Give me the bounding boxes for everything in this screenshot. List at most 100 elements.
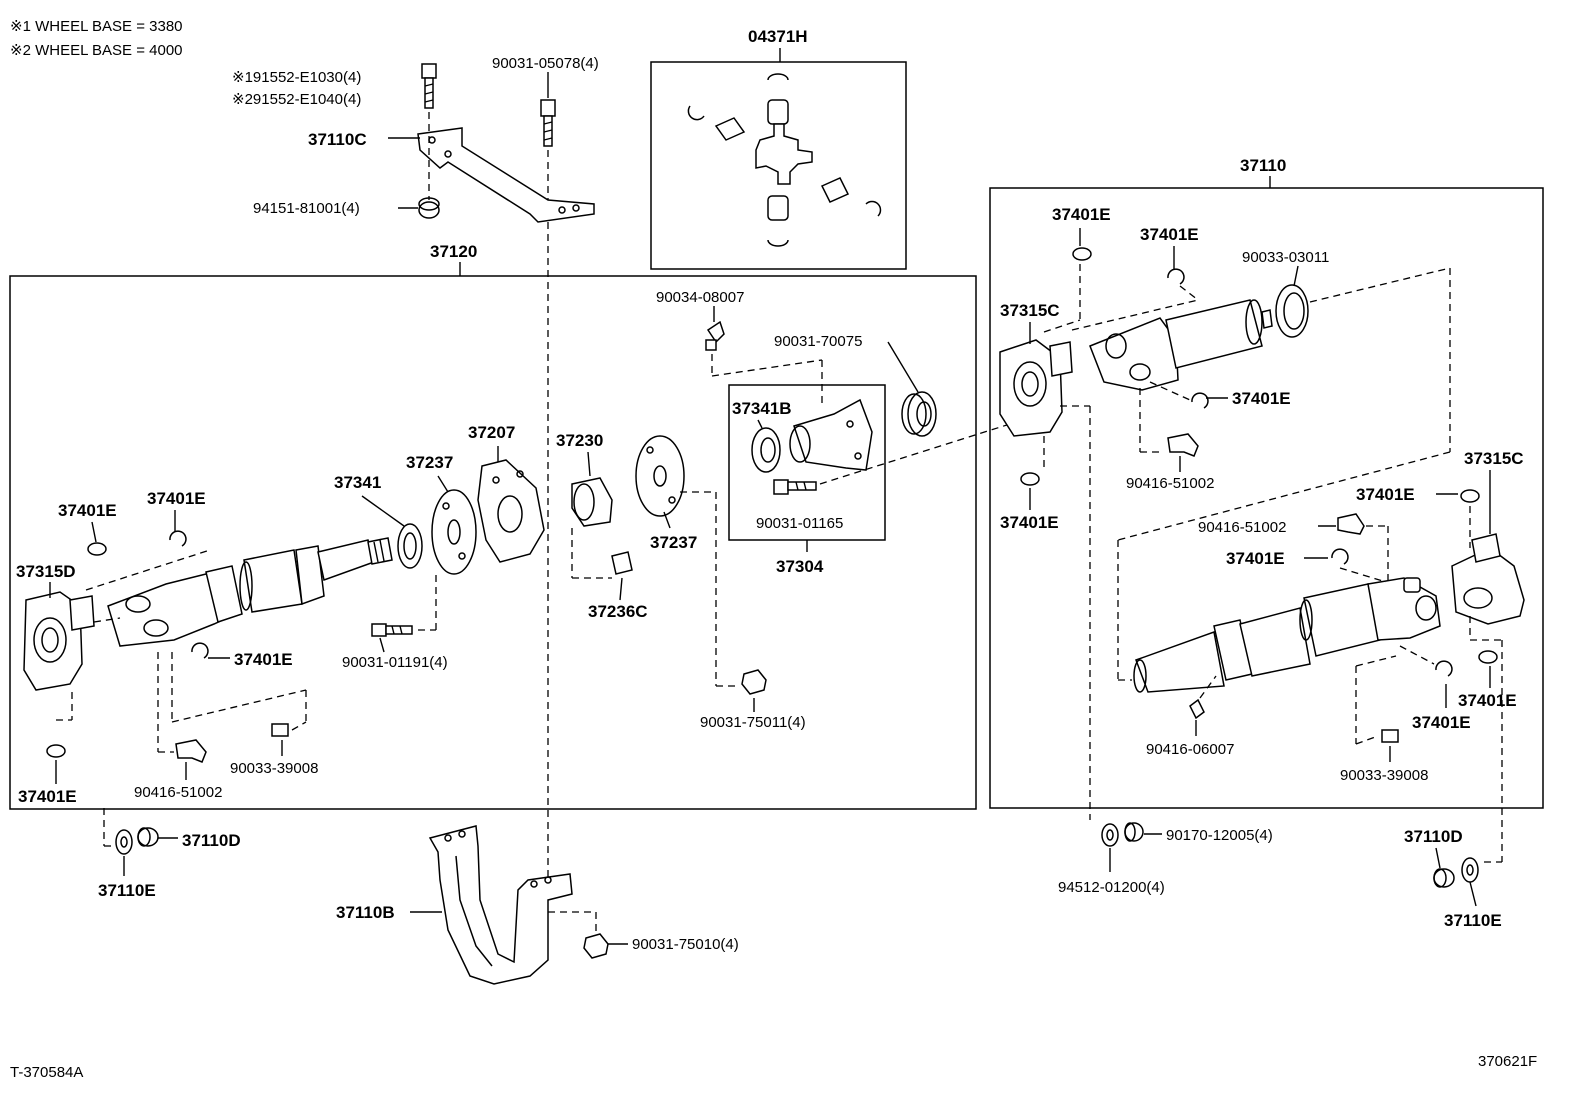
label-37401e-r7: 37401E	[1458, 691, 1517, 710]
label-90031-01191: 90031-01191(4)	[342, 654, 448, 671]
bolt-90031-01165	[773, 479, 817, 495]
grease-fitting-90416-51002-a	[175, 739, 207, 763]
grease-fitting-90034-08007	[705, 320, 725, 351]
bearing-37230	[571, 477, 613, 527]
snap-ring-r2	[1167, 268, 1185, 285]
washer-37237-b	[635, 435, 685, 517]
grease-plug-90033-39008-b	[1381, 729, 1399, 743]
washer-90033-03011	[1275, 284, 1309, 338]
snap-ring-r5	[1460, 489, 1480, 503]
label-37401e-l2: 37401E	[147, 489, 206, 508]
snap-ring-l3	[191, 642, 209, 659]
group-box-37120	[9, 275, 977, 810]
cushion-37110e-b	[1461, 857, 1479, 883]
grease-fitting-90416-51002-b	[1167, 433, 1199, 457]
label-37401e-r2: 37401E	[1140, 225, 1199, 244]
label-90033-39008-b: 90033-39008	[1340, 767, 1428, 784]
bolt-91552	[421, 63, 437, 109]
cushion-37207	[477, 459, 545, 563]
wheelbase-note-1: ※1 WHEEL BASE = 3380	[10, 18, 183, 35]
label-94151-81001: 94151-81001(4)	[253, 200, 360, 217]
label-90416-51002-a: 90416-51002	[134, 784, 222, 801]
label-37315c-b: 37315C	[1464, 449, 1524, 468]
label-bolt-91552-e1030: ※191552-E1030(4)	[232, 69, 361, 86]
label-37401e-r4: 37401E	[1000, 513, 1059, 532]
snap-ring-l1	[87, 542, 107, 556]
cushion-37110e-a	[115, 829, 133, 855]
cushion-37110d-b	[1433, 868, 1455, 888]
front-propeller-shaft	[107, 537, 393, 647]
label-90170-12005: 90170-12005(4)	[1166, 827, 1273, 844]
label-37341b: 37341B	[732, 399, 792, 418]
label-37110b: 37110B	[336, 903, 395, 922]
label-37401e-r8: 37401E	[1412, 713, 1471, 732]
nut-90031-75010	[583, 933, 609, 959]
snap-ring-r8	[1435, 660, 1453, 677]
label-37401e-l1: 37401E	[58, 501, 117, 520]
snap-ring-r3	[1191, 392, 1209, 409]
label-37110c: 37110C	[308, 130, 367, 149]
label-90033-03011: 90033-03011	[1242, 249, 1329, 266]
label-37237-b: 37237	[650, 533, 697, 552]
group-label-37304: 37304	[776, 557, 824, 576]
wheelbase-note-2: ※2 WHEEL BASE = 4000	[10, 42, 183, 59]
label-90416-06007: 90416-06007	[1146, 741, 1234, 758]
snap-ring-r4	[1020, 472, 1040, 486]
washer-37237-a	[431, 489, 477, 575]
bracket-37110b	[428, 825, 573, 985]
snap-ring-l4	[46, 744, 66, 758]
bolt-90031-01191	[371, 623, 413, 637]
bolt-90031-05078	[540, 99, 556, 147]
label-37110d-b: 37110D	[1404, 827, 1463, 846]
snap-ring-l2	[169, 530, 187, 547]
snap-ring-r6	[1331, 548, 1349, 565]
seal-90031-70075	[901, 391, 937, 437]
group-box-04371h	[650, 61, 907, 270]
nut-90170-12005	[1124, 822, 1144, 842]
label-37401e-l4: 37401E	[18, 787, 77, 806]
label-90031-05078: 90031-05078(4)	[492, 55, 599, 72]
pin-37236c	[611, 551, 633, 575]
bracket-37110c	[417, 127, 595, 223]
label-90031-75010: 90031-75010(4)	[632, 936, 739, 953]
label-37401e-r1: 37401E	[1052, 205, 1111, 224]
illustration-code-right: 370621F	[1478, 1053, 1537, 1070]
label-37110e-a: 37110E	[98, 881, 156, 900]
cushion-37110d-a	[137, 827, 159, 847]
label-37207: 37207	[468, 423, 515, 442]
grease-plug-90033-39008-a	[271, 723, 289, 737]
label-90416-51002-b: 90416-51002	[1126, 475, 1214, 492]
label-37236c: 37236C	[588, 602, 648, 621]
grease-fitting-90416-51002-c	[1337, 513, 1365, 535]
group-label-37120: 37120	[430, 242, 477, 261]
group-label-04371h: 04371H	[748, 27, 808, 46]
label-90031-01165: 90031-01165	[756, 515, 843, 532]
group-box-37110	[989, 187, 1544, 809]
flange-yoke-37315c-b	[1451, 533, 1525, 625]
universal-joint-kit	[687, 73, 882, 247]
label-37230: 37230	[556, 431, 603, 450]
flange-yoke-37315d	[23, 591, 95, 691]
bearing-37341b	[751, 427, 781, 473]
rear-shaft-upper	[1089, 299, 1273, 391]
label-bolt-91552-e1040: ※291552-E1040(4)	[232, 91, 361, 108]
flange-yoke-37315c-a	[999, 339, 1073, 437]
washer-94151	[418, 197, 440, 219]
label-37341: 37341	[334, 473, 381, 492]
label-37315d: 37315D	[16, 562, 76, 581]
label-37401e-r5: 37401E	[1356, 485, 1415, 504]
snap-ring-r7	[1478, 650, 1498, 664]
label-37110e-b: 37110E	[1444, 911, 1502, 930]
label-37401e-r3: 37401E	[1232, 389, 1291, 408]
nut-90031-75011	[741, 669, 767, 695]
label-37315c-a: 37315C	[1000, 301, 1060, 320]
snap-ring-r1	[1072, 247, 1092, 261]
label-94512-01200: 94512-01200(4)	[1058, 879, 1165, 896]
label-90031-75011: 90031-75011(4)	[700, 714, 806, 731]
label-90034-08007: 90034-08007	[656, 289, 744, 306]
center-bearing-housing	[789, 398, 873, 471]
rear-shaft-lower	[1133, 577, 1441, 693]
label-37401e-r6: 37401E	[1226, 549, 1285, 568]
